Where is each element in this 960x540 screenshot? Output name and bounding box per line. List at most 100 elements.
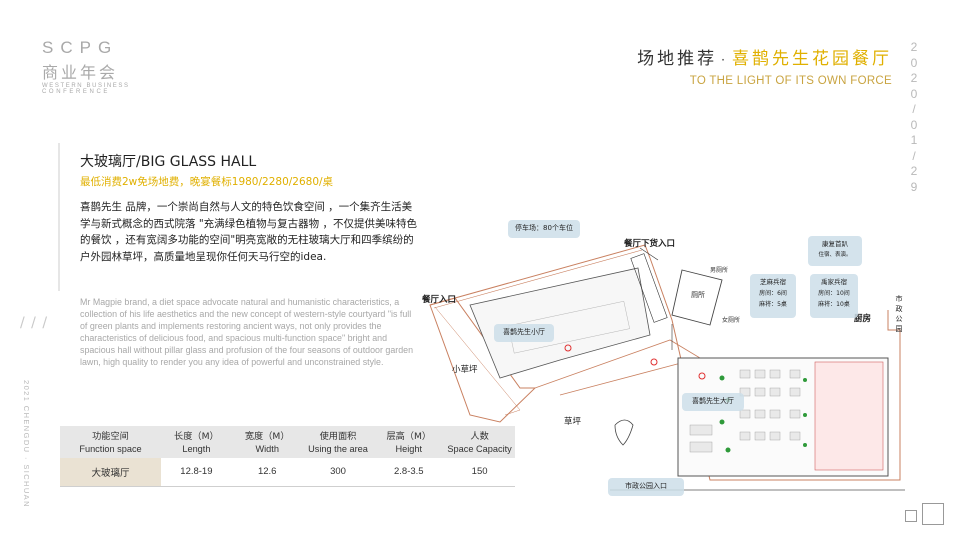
logo-scpg: SCPG (42, 38, 119, 57)
delivery-entrance-label: 餐厅下货入口 (624, 239, 676, 249)
marker-icon (698, 372, 706, 380)
room-a-tables: 麻将：5桌 (759, 301, 787, 308)
table-header: 层高（M） Height (373, 426, 445, 458)
header-cn: 功能空间 (92, 431, 129, 442)
kitchen-area (814, 361, 884, 471)
lounge-title: 康复首趴 (822, 240, 848, 248)
logo: SCPG 商业年会 WESTERN BUSINESS CONFERENCE (42, 38, 130, 95)
spec-table: 功能空间 Function space 长度（M） Length 宽度（M）Widt… (60, 426, 515, 487)
room-a-bubble: 芝麻兵宿 房间：6间 麻将：5桌 (750, 274, 796, 318)
toilet-block (671, 269, 723, 326)
date-char: 0 (910, 55, 918, 70)
arrow-line (639, 247, 659, 261)
kitchen-label: 厨房 (854, 314, 872, 324)
table-cell: 2.8-3.5 (373, 458, 445, 487)
accent-line (58, 143, 60, 291)
lounge-sub: 住宿、表演。 (818, 252, 852, 258)
hall-description-en: Mr Magpie brand, a diet space advocate n… (80, 297, 414, 368)
table-cell: 300 (302, 458, 374, 487)
table-header: 使用面积 Using the area (302, 426, 374, 458)
tree-icon (614, 419, 634, 446)
floor-plan: 停车场：80个车位 餐厅下货入口 餐厅入口 喜鹊先生小厅 小草坪 草坪 喜鹊先生… (410, 210, 910, 510)
municipal-entrance-label: 市政公园入口 (625, 482, 667, 490)
room-b-rooms: 房间：10间 (818, 290, 850, 297)
title-separator: · (721, 53, 728, 67)
lawn-label: 草坪 (564, 417, 582, 427)
logo-en-line2: CONFERENCE (42, 89, 111, 95)
date-char: 9 (910, 179, 918, 194)
page-subtitle: TO THE LIGHT OF ITS OWN FORCE (689, 75, 892, 87)
date-char: 2 (910, 40, 918, 54)
table-cell: 大玻璃厅 (60, 458, 161, 487)
big-hall-label: 喜鹊先生大厅 (692, 397, 734, 405)
marker-icon (650, 358, 658, 366)
floor-plan-drawing (429, 244, 905, 491)
date-char: / (912, 102, 916, 116)
header-cn: 宽度（M） (244, 431, 290, 442)
header-en: Length (182, 444, 211, 454)
park-char: 公 (895, 315, 903, 323)
park-char: 政 (895, 305, 903, 313)
small-lawn-label: 小草坪 (452, 365, 478, 375)
header-cn: 层高（M） (386, 431, 432, 442)
site-boundary-inner (433, 249, 643, 309)
big-hall-bubble: 喜鹊先生大厅 (682, 393, 744, 411)
header-cn: 使用面积 (319, 431, 357, 442)
header-cn: 长度（M） (174, 431, 219, 442)
table-cell: 12.8-19 (161, 458, 232, 487)
corner-square-large (922, 503, 944, 525)
room-a-rooms: 房间：6间 (759, 290, 787, 297)
decorative-slashes: / / / (20, 315, 49, 331)
date-vertical: 2 0 2 0 / 0 1 / 2 9 (908, 40, 920, 195)
table-header-row: 功能空间 Function space 长度（M） Length 宽度（M）Widt… (60, 426, 515, 458)
small-hall-bubble: 喜鹊先生小厅 (494, 324, 554, 342)
header-en: Using the area (308, 444, 368, 454)
room-b-tables: 麻将：10桌 (818, 301, 850, 308)
header-en: Function space (79, 444, 142, 454)
table-header: 宽度（M）Width (231, 426, 303, 458)
room-a-title: 芝麻兵宿 (760, 278, 786, 286)
municipal-entrance-bubble: 市政公园入口 (608, 478, 684, 496)
logo-cn: 商业年会 (42, 63, 119, 82)
municipal-park-label: 市 政 公 园 (894, 294, 904, 334)
lounge-bubble: 康复首趴 住宿、表演。 (808, 236, 862, 266)
hall-tables (689, 369, 801, 453)
date-char: / (912, 148, 916, 163)
table-header: 长度（M） Length (161, 426, 232, 458)
small-hall-building (469, 267, 651, 379)
date-char: 0 (910, 86, 918, 101)
header-en: Space Capacity (447, 444, 512, 454)
hall-title: 大玻璃厅/BIG GLASS HALL (80, 154, 257, 170)
table-header: 功能空间 Function space (60, 426, 161, 458)
parking-label: 停车场：80个车位 (515, 224, 573, 232)
page-title: 场地推荐· 喜鹊先生花园餐厅 (637, 44, 892, 69)
title-part1: 场地推荐 (637, 49, 718, 69)
date-char: 0 (910, 117, 918, 132)
date-char: 2 (910, 71, 918, 85)
header-cn: 人数 (470, 431, 489, 442)
table-header: 人数 Space Capacity (444, 426, 515, 458)
date-char: 2 (910, 164, 918, 178)
table-cell: 12.6 (231, 458, 303, 487)
park-char: 市 (895, 295, 903, 303)
female-toilet-label: 女厕所 (722, 317, 741, 324)
restaurant-entrance-label: 餐厅入口 (422, 295, 457, 305)
walkway (534, 339, 702, 396)
room-b-title: 禹家兵宿 (821, 278, 847, 286)
toilet-label: 厕所 (691, 291, 705, 299)
room-b-bubble: 禹家兵宿 房间：10间 麻将：10桌 (810, 274, 858, 318)
hall-price: 最低消费2w免场地费，晚宴餐标1980/2280/2680/桌 (80, 176, 334, 188)
hall-description-cn: 喜鹊先生 品牌，一个崇尚自然与人文的特色饮食空间 ，一个集齐生活美学与新式概念的… (80, 201, 418, 263)
header-en: Height (395, 444, 423, 454)
marker-icon (564, 344, 572, 352)
male-toilet-label: 男厕所 (710, 267, 729, 274)
left-wing-inner (434, 306, 521, 416)
plant-icons (719, 375, 807, 453)
title-part2: 喜鹊先生花园餐厅 (732, 49, 892, 69)
corner-square-small (905, 510, 917, 522)
table-row: 大玻璃厅 12.8-19 12.6 300 2.8-3.5 150 (60, 458, 515, 487)
city-vertical-text: 2021 CHENGDU · SICHUAN (22, 380, 31, 508)
date-char: 1 (910, 133, 918, 147)
table-cell: 150 (444, 458, 515, 487)
park-char: 园 (895, 325, 903, 333)
